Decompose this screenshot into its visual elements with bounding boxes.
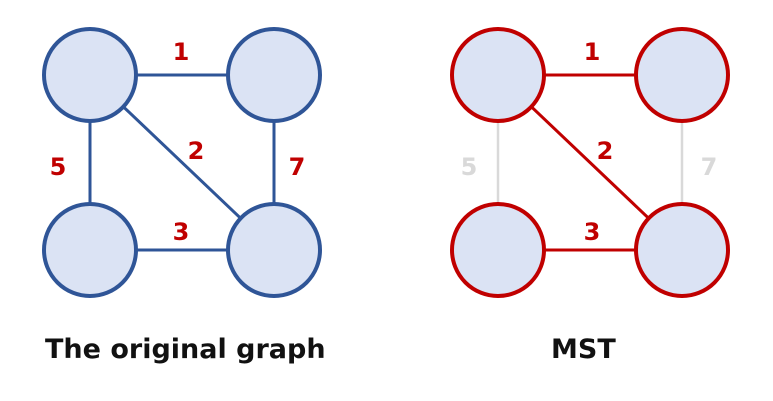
original-graph-caption: The original graph [45,334,326,365]
mst-caption: MST [551,334,616,365]
edge-weight-bottom: 3 [173,218,190,246]
edge-weight-bottom: 3 [584,218,601,246]
mst-panel: 1 2 3 5 7 [450,27,730,298]
edge-weight-left: 5 [461,153,478,181]
edge-weight-diagonal: 2 [188,137,205,165]
node-tr [226,27,322,123]
edge-weight-diagonal: 2 [597,137,614,165]
edge-weight-top: 1 [173,38,190,66]
original-graph-panel: 1 2 3 5 7 [42,27,322,298]
node-bl [450,202,546,298]
edge-weight-left: 5 [50,153,67,181]
node-tr [634,27,730,123]
edge-weight-right: 7 [289,153,306,181]
node-br [226,202,322,298]
node-tl [450,27,546,123]
node-br [634,202,730,298]
edge-weight-top: 1 [584,38,601,66]
edge-weight-right: 7 [701,153,718,181]
node-tl [42,27,138,123]
node-bl [42,202,138,298]
